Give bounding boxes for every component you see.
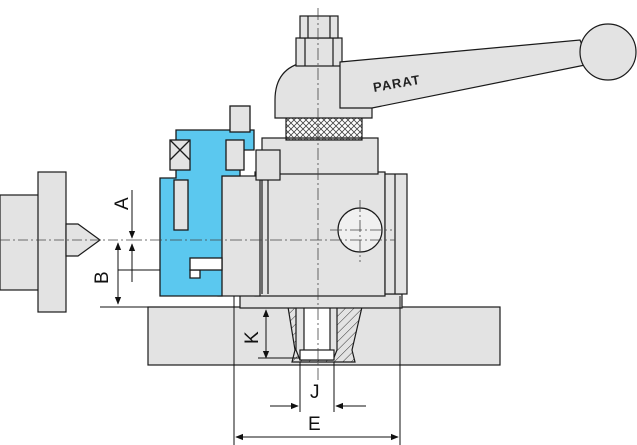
dim-label-b: B — [92, 271, 113, 284]
base-plate — [147, 306, 501, 366]
workpiece-spindle — [0, 171, 102, 313]
height-screw-head — [169, 139, 191, 171]
top-nut — [295, 37, 343, 67]
t-nut — [299, 349, 335, 361]
dimension-lines — [100, 190, 401, 445]
clamp-lever: PARAT — [339, 23, 637, 109]
side-rim — [384, 173, 408, 295]
knurled-ring — [285, 115, 363, 141]
dim-label-e: E — [308, 414, 321, 435]
upper-housing — [261, 137, 379, 175]
tool-holder — [159, 105, 255, 297]
clamp-screw — [225, 139, 245, 171]
clamp-nut — [229, 105, 251, 133]
spindle-flange — [37, 171, 67, 313]
center-point — [65, 223, 102, 257]
dim-label-a: A — [112, 197, 133, 210]
lever-ball — [579, 23, 637, 81]
dim-label-j: J — [310, 382, 320, 403]
dimension-labels: A B K J E — [92, 197, 321, 435]
lever-arm — [339, 39, 591, 109]
front-face — [217, 175, 261, 297]
centerlines — [130, 8, 395, 380]
dim-label-k: K — [242, 331, 263, 344]
adjust-stud — [255, 149, 281, 181]
height-screw — [173, 179, 189, 231]
tool-slot — [189, 257, 223, 271]
top-cap — [299, 15, 339, 39]
spindle-body — [0, 194, 41, 291]
